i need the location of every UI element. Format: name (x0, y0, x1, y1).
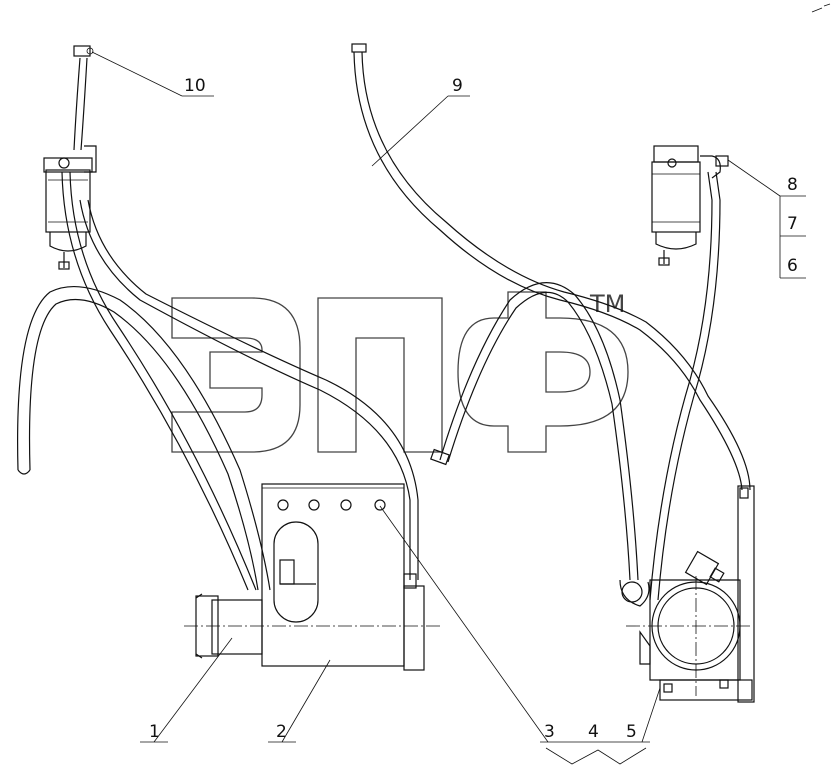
right-filter-hose (649, 171, 721, 601)
callout-9: 9 (452, 76, 463, 96)
callout-7: 7 (787, 214, 798, 234)
right-filter (651, 145, 729, 266)
callout-6: 6 (787, 256, 798, 276)
pipe-10 (73, 45, 94, 151)
pump-motor-unit (184, 483, 440, 671)
callout-4: 4 (588, 722, 599, 742)
trademark-text: TM (589, 290, 625, 318)
hose-9 (351, 43, 751, 491)
watermark-logo: TM (171, 290, 629, 453)
callout-10: 10 (184, 76, 206, 96)
callout-1: 1 (149, 722, 160, 742)
right-pump-assembly (619, 485, 755, 703)
callout-8: 8 (787, 175, 798, 195)
left-hose-loop (17, 286, 271, 591)
callout-3: 3 (544, 722, 555, 742)
callout-5: 5 (626, 722, 637, 742)
left-filter-hoses (61, 171, 419, 591)
callout-2: 2 (276, 722, 287, 742)
right-hose-loop (430, 282, 639, 581)
corner-mark (811, 3, 831, 13)
callouts: 10 9 8 7 6 1 2 3 4 5 (91, 51, 806, 765)
left-filter (43, 145, 97, 270)
